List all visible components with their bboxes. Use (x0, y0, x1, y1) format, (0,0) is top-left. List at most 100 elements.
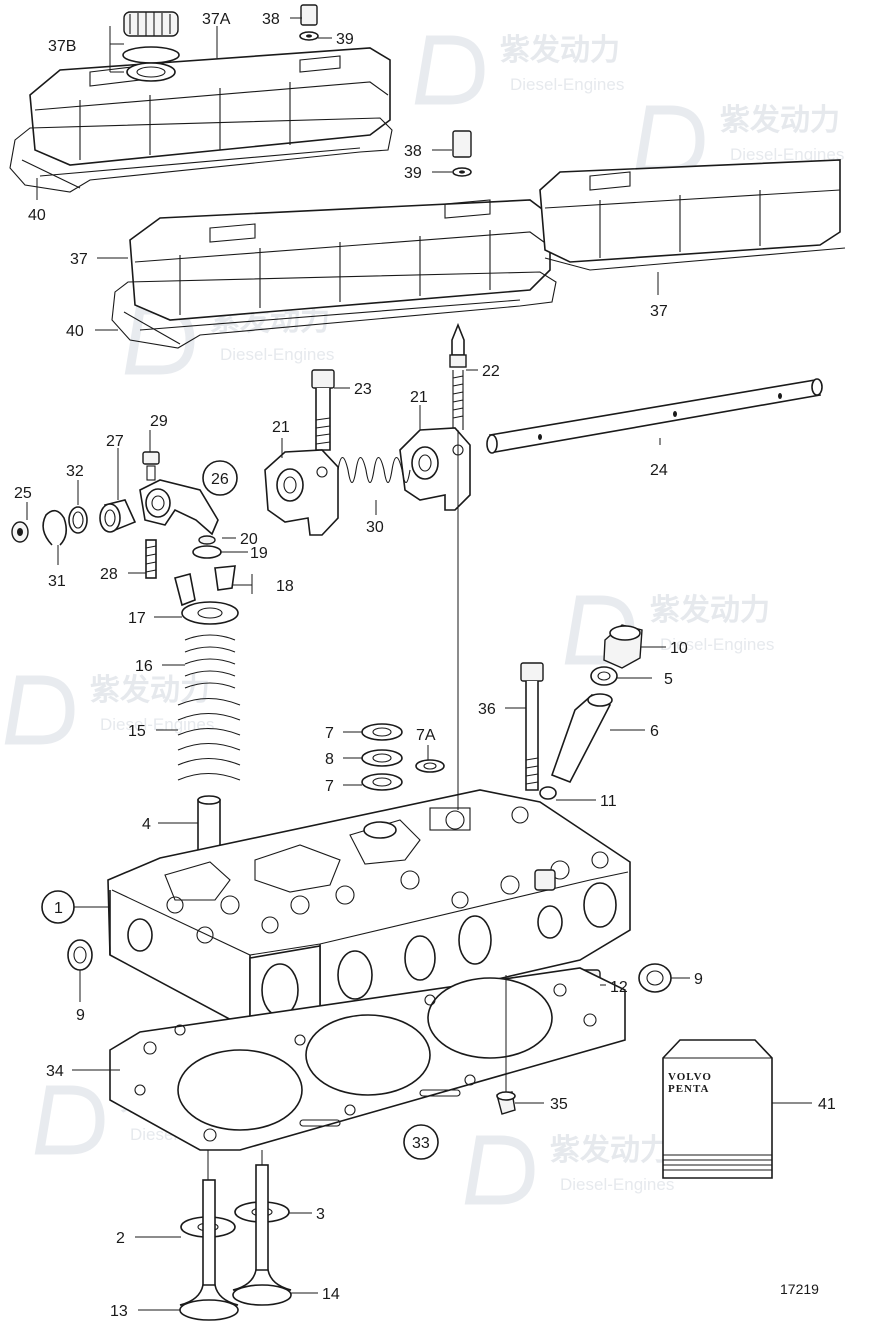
label-12: 12 (610, 979, 628, 996)
watermark-cn-text: 紫发动力 (500, 33, 620, 68)
watermark-6: 紫发动力 Diesel-Engines (464, 1133, 674, 1205)
label-37-middle: 37 (70, 251, 88, 268)
bolt-36 (520, 662, 544, 791)
label-33: 33 (412, 1135, 430, 1152)
inlet-valve-13 (179, 1179, 239, 1321)
exhaust-valve-14 (232, 1164, 292, 1306)
label-30: 30 (366, 519, 384, 536)
label-16: 16 (135, 658, 153, 675)
label-40-middle: 40 (66, 323, 84, 340)
label-21-right: 21 (410, 389, 428, 406)
watermark-cn-text: 紫发动力 (550, 1133, 670, 1168)
label-9-left: 9 (76, 1007, 85, 1024)
label-19: 19 (250, 545, 268, 562)
rocker-spring (337, 456, 411, 484)
watermark-en-text: Diesel-Engines (730, 145, 844, 164)
watermark-2: 紫发动力 Diesel-Engines (634, 103, 844, 175)
watermark-cn-text: 紫发动力 (720, 103, 840, 138)
label-7A: 7A (416, 727, 436, 744)
label-7-top: 7 (325, 725, 334, 742)
label-18: 18 (276, 578, 294, 595)
bushing-27 (99, 499, 137, 533)
watermark-cn-text: 紫发动力 (90, 673, 210, 708)
leader-lines (26, 17, 812, 1311)
label-38-middle: 38 (404, 143, 422, 160)
rocker-bracket-left (264, 449, 339, 536)
adjusting-screw-28 (145, 539, 157, 579)
watermark-5: 紫发动力 Diesel-Engines (4, 673, 214, 745)
label-40-top: 40 (28, 207, 46, 224)
label-39-top: 39 (336, 31, 354, 48)
valve-cover-top (29, 47, 391, 166)
label-37-right: 37 (650, 303, 668, 320)
rocker-bracket-right (399, 427, 471, 511)
callout-circle-1 (41, 890, 75, 924)
oil-filler-cap (122, 11, 180, 82)
plug-35 (496, 1091, 516, 1115)
label-10: 10 (670, 640, 688, 657)
watermark-1: 紫发动力 Diesel-Engines (414, 33, 624, 105)
label-2: 2 (116, 1230, 125, 1247)
label-3: 3 (316, 1206, 325, 1223)
callout-circle-33 (403, 1124, 439, 1160)
watermark-en-text: Diesel-Engines (660, 635, 774, 654)
washer-32 (68, 506, 88, 534)
label-1: 1 (54, 900, 63, 917)
part-labels: 37A 37B 38 39 40 38 39 37 37 40 23 22 21… (14, 11, 836, 1320)
outer-spring-15 (177, 698, 241, 781)
label-38-top: 38 (262, 11, 280, 28)
valve-cap-19-20 (192, 535, 222, 559)
rocker-shaft (486, 378, 823, 454)
label-22: 22 (482, 363, 500, 380)
inner-spring-16 (184, 634, 236, 689)
plug-washer-left (67, 939, 93, 971)
label-5: 5 (664, 671, 673, 688)
label-31: 31 (48, 573, 66, 590)
label-4: 4 (142, 816, 151, 833)
label-35: 35 (550, 1096, 568, 1113)
stud-22 (449, 322, 467, 430)
cover-nut-middle (452, 130, 472, 177)
label-28: 28 (100, 566, 118, 583)
watermark-en-text: Diesel-Engines (220, 345, 334, 364)
label-8: 8 (325, 751, 334, 768)
rocker-arm (139, 451, 219, 536)
cylinder-head (107, 789, 631, 1031)
spring-retainer-17 (181, 601, 239, 625)
manual-brand-line-1: VOLVO (668, 1071, 712, 1083)
label-23: 23 (354, 381, 372, 398)
label-39-middle: 39 (404, 165, 422, 182)
label-27: 27 (106, 433, 124, 450)
label-6: 6 (650, 723, 659, 740)
watermark-en-text: Diesel-Engines (510, 75, 624, 94)
bolt-23 (311, 369, 335, 451)
watermark-en-text: Diesel-Engines (560, 1175, 674, 1194)
plug-washer-right (638, 963, 672, 993)
label-26: 26 (211, 471, 229, 488)
label-37B: 37B (48, 38, 76, 55)
label-36: 36 (478, 701, 496, 718)
watermark-en-text: Diesel-Engines (100, 715, 214, 734)
label-32: 32 (66, 463, 84, 480)
injector-sleeve (539, 624, 643, 800)
label-11: 11 (600, 793, 617, 810)
label-17: 17 (128, 610, 146, 627)
valve-cover-middle (129, 199, 551, 321)
label-25: 25 (14, 485, 32, 502)
label-13: 13 (110, 1303, 128, 1320)
valve-collets-18 (174, 565, 236, 607)
figure-number: 17219 (780, 1281, 819, 1297)
label-37A: 37A (202, 11, 231, 28)
gasket-top (9, 117, 393, 193)
label-34: 34 (46, 1063, 64, 1080)
valve-cover-right (539, 159, 846, 271)
watermark-cn-text: 紫发动力 (650, 593, 770, 628)
callout-circle-26 (202, 460, 238, 496)
label-24: 24 (650, 462, 668, 479)
end-plug-25 (11, 521, 29, 543)
circlip-31 (42, 509, 68, 546)
label-9-right: 9 (694, 971, 703, 988)
label-20: 20 (240, 531, 258, 548)
service-manual: VOLVO PENTA (662, 1039, 773, 1179)
